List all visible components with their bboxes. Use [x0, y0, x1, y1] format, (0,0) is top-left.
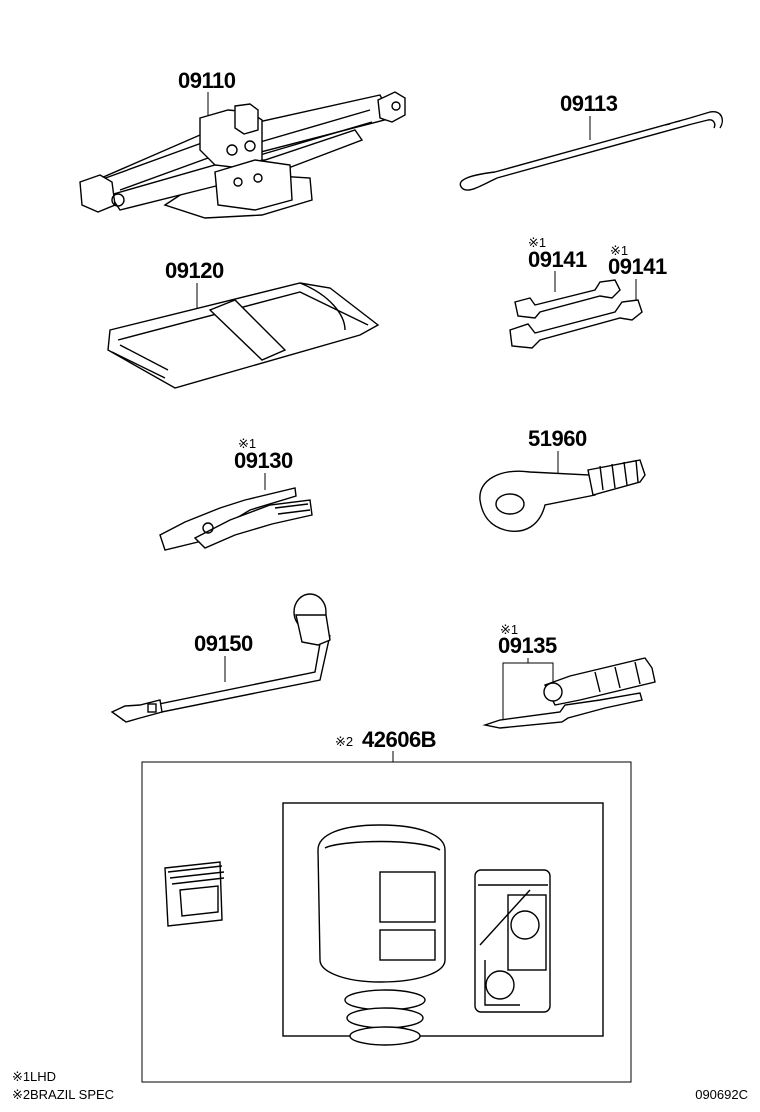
part-number-towing-eye: 51960: [528, 426, 587, 451]
part-repair-kit[interactable]: ※2 42606B: [141, 727, 632, 1083]
part-number-jack: 09110: [178, 68, 236, 93]
screwdriver-illustration: [482, 657, 656, 729]
note-mark-pliers: ※1: [238, 436, 256, 451]
legend-text-1: LHD: [30, 1069, 56, 1084]
part-jack[interactable]: 09110: [79, 68, 406, 219]
part-wrench-1[interactable]: ※1 09141: [514, 235, 621, 319]
part-lug-wrench[interactable]: 09150: [110, 593, 331, 723]
jack-illustration: [79, 91, 406, 219]
part-number-jack-handle: 09113: [560, 91, 618, 116]
diagram-code: 090692C: [695, 1087, 748, 1102]
pliers-illustration: [159, 487, 313, 551]
part-number-pliers: 09130: [234, 448, 293, 473]
repair-kit-inner-frame: [282, 802, 604, 1037]
part-number-wrench-2: 09141: [608, 254, 667, 279]
jack-handle-illustration: [459, 111, 723, 191]
part-screwdriver[interactable]: ※1 09135: [482, 622, 656, 729]
part-number-lug-wrench: 09150: [194, 631, 253, 656]
legend-text-2: BRAZIL SPEC: [30, 1087, 114, 1102]
part-towing-eye[interactable]: 51960: [479, 426, 646, 532]
repair-kit-illustration: [164, 824, 551, 1046]
lug-wrench-illustration: [110, 593, 331, 723]
part-number-screwdriver: 09135: [498, 633, 557, 658]
tool-bag-illustration: [107, 282, 380, 389]
part-number-wrench-1: 09141: [528, 247, 587, 272]
note-mark-repair-kit: ※2: [335, 734, 353, 749]
legend-mark-2: ※2: [12, 1087, 30, 1102]
towing-eye-illustration: [479, 459, 646, 532]
note-mark-wrench-2: ※1: [610, 243, 628, 258]
part-tool-bag[interactable]: 09120: [107, 258, 380, 389]
note-mark-wrench-1: ※1: [528, 235, 546, 250]
repair-kit-outer-frame: [141, 761, 632, 1083]
wrench-2-illustration: [509, 299, 643, 349]
part-wrench-2[interactable]: ※1 09141: [509, 243, 667, 349]
legend-mark-1: ※1: [12, 1069, 30, 1084]
legend: ※1 LHD ※2 BRAZIL SPEC: [12, 1069, 114, 1102]
part-jack-handle[interactable]: 09113: [459, 91, 723, 191]
part-pliers[interactable]: ※1 09130: [159, 436, 313, 551]
part-number-repair-kit: 42606B: [362, 727, 436, 752]
part-number-tool-bag: 09120: [165, 258, 224, 283]
note-mark-screwdriver: ※1: [500, 622, 518, 637]
wrench-1-illustration: [514, 279, 621, 319]
